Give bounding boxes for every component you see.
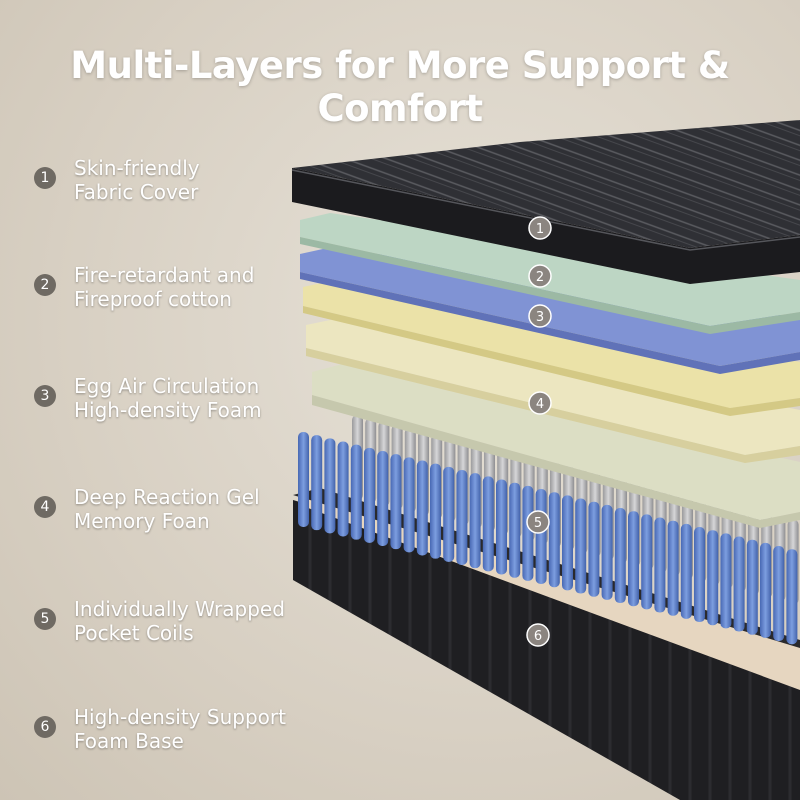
pocket-coil-blue <box>720 533 732 629</box>
legend-line: Pocket Coils <box>74 621 194 645</box>
pocket-coil-blue <box>746 539 758 635</box>
legend-line: Fire-retardant and <box>74 263 255 287</box>
pocket-coil-blue <box>773 546 785 642</box>
legend-item-1: 1 Skin-friendly Fabric Cover <box>34 156 334 216</box>
legend-text: Individually Wrapped Pocket Coils <box>74 597 334 645</box>
marker-label: 1 <box>536 222 544 237</box>
layer-legend: 1 Skin-friendly Fabric Cover 2 Fire-reta… <box>34 0 334 800</box>
pocket-coil-blue <box>588 501 600 597</box>
pocket-coil-blue <box>733 536 745 632</box>
pocket-coil-blue <box>324 438 336 534</box>
layer-1-cover <box>291 120 800 284</box>
number-badge: 3 <box>34 385 56 407</box>
pocket-coil-blue <box>680 523 692 619</box>
pocket-coil-blue <box>364 447 375 543</box>
marker-label: 3 <box>536 310 544 325</box>
pocket-coil-blue <box>430 463 441 559</box>
number-badge: 2 <box>34 274 56 296</box>
legend-item-4: 4 Deep Reaction Gel Memory Foan <box>34 485 334 545</box>
pocket-coil-blue <box>522 485 534 581</box>
legend-line: Foam Base <box>74 729 184 753</box>
number-badge: 4 <box>34 496 56 518</box>
number-badge: 1 <box>34 167 56 189</box>
pocket-coil-blue <box>482 476 494 572</box>
pocket-coil-blue <box>456 470 468 566</box>
legend-line: Deep Reaction Gel <box>74 485 260 509</box>
pocket-coil-blue <box>601 504 613 600</box>
pocket-coil-blue <box>760 542 771 638</box>
number-badge: 6 <box>34 716 56 738</box>
pocket-coil-blue <box>377 451 389 547</box>
pocket-coil-blue <box>443 466 455 562</box>
marker-5: 5 <box>526 510 550 534</box>
legend-text: Skin-friendly Fabric Cover <box>74 156 334 204</box>
pocket-coil-blue <box>390 454 402 550</box>
pocket-coil-blue <box>614 508 626 604</box>
marker-3: 3 <box>528 304 552 328</box>
pocket-coil-blue <box>707 530 719 626</box>
layer-4-gel-foam <box>312 362 800 528</box>
marker-1: 1 <box>528 216 552 240</box>
pocket-coil-blue <box>667 520 679 616</box>
pocket-coil-blue <box>641 514 653 610</box>
marker-4: 4 <box>528 391 552 415</box>
pocket-coil-blue <box>298 432 309 527</box>
legend-line: Individually Wrapped <box>74 597 285 621</box>
legend-text: Fire-retardant and Fireproof cotton <box>74 263 334 311</box>
marker-label: 2 <box>536 270 544 285</box>
marker-label: 4 <box>536 397 544 412</box>
layer-5-pocket-coils <box>298 415 799 645</box>
pocket-coil-blue <box>654 517 666 613</box>
pocket-coil-blue <box>562 495 573 591</box>
marker-label: 5 <box>534 516 542 531</box>
legend-item-2: 2 Fire-retardant and Fireproof cotton <box>34 263 334 323</box>
legend-line: Fireproof cotton <box>74 287 232 311</box>
pocket-coil-blue <box>628 511 639 607</box>
number-badge: 5 <box>34 608 56 630</box>
legend-line: High-density Support <box>74 705 286 729</box>
legend-line: High-density Foam <box>74 398 262 422</box>
layer-2-fire-retardant <box>300 247 800 374</box>
layer-green-foam <box>300 213 800 334</box>
pocket-coil-blue <box>786 549 798 645</box>
legend-item-5: 5 Individually Wrapped Pocket Coils <box>34 597 334 657</box>
legend-line: Fabric Cover <box>74 180 199 204</box>
page-title: Multi-Layers for More Support & Comfort <box>70 44 730 130</box>
marker-label: 6 <box>534 629 542 644</box>
legend-line: Memory Foan <box>74 509 210 533</box>
pocket-coil-blue <box>403 457 415 553</box>
pocket-coil-blue <box>548 492 560 588</box>
pocket-coil-blue <box>509 482 521 578</box>
legend-text: High-density Support Foam Base <box>74 705 334 753</box>
layer-yellow-foam <box>303 280 800 416</box>
pocket-coil-blue <box>496 479 507 575</box>
pocket-coil-blue <box>337 441 349 537</box>
pocket-coil-blue <box>311 435 323 531</box>
legend-line: Egg Air Circulation <box>74 374 260 398</box>
legend-item-3: 3 Egg Air Circulation High-density Foam <box>34 374 334 434</box>
pocket-coil-blue <box>694 527 705 623</box>
legend-line: Skin-friendly <box>74 156 200 180</box>
marker-2: 2 <box>528 264 552 288</box>
legend-text: Egg Air Circulation High-density Foam <box>74 374 334 422</box>
pocket-coil-blue <box>535 489 547 585</box>
pocket-coil-blue <box>469 473 481 569</box>
legend-text: Deep Reaction Gel Memory Foan <box>74 485 334 533</box>
pocket-coil-blue <box>575 498 587 594</box>
pocket-coil-blue <box>350 444 362 540</box>
marker-6: 6 <box>526 623 550 647</box>
pocket-coil-blue <box>416 460 428 556</box>
legend-item-6: 6 High-density Support Foam Base <box>34 705 334 765</box>
layer-3-egg-foam <box>306 318 800 463</box>
